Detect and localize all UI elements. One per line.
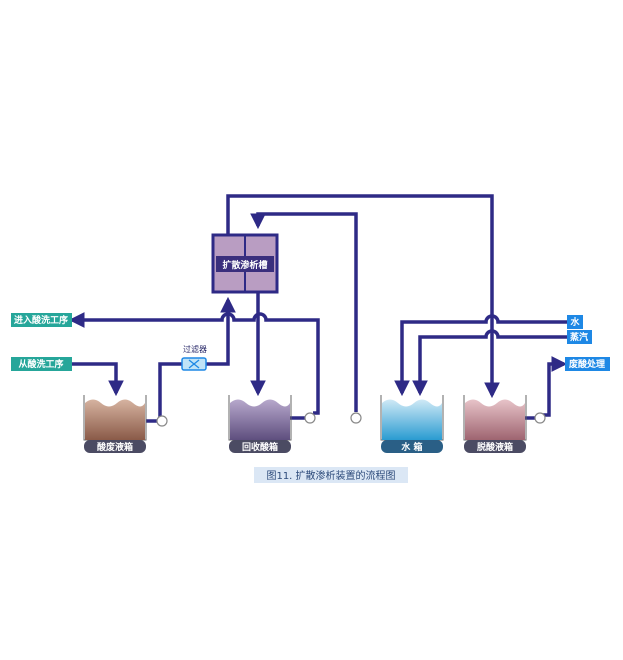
dialysis-tank-label: 扩散渗析槽 (222, 259, 267, 271)
pipe-to-pickling (68, 312, 320, 415)
pipe-tank-to-deacid (226, 194, 500, 399)
svg-text:从酸洗工序: 从酸洗工序 (18, 358, 63, 370)
svg-text:废酸处理: 废酸处理 (569, 358, 605, 370)
tank-recovered-acid: 回收酸箱 (228, 395, 292, 453)
label-to-pickling: 进入酸洗工序 (11, 313, 72, 327)
pipe-water-in (394, 314, 567, 397)
svg-text:水 箱: 水 箱 (401, 441, 422, 453)
pipe-from-pickling (72, 362, 124, 397)
pipe-waste-to-filter (158, 362, 182, 419)
label-from-pickling: 从酸洗工序 (11, 357, 72, 371)
pipe-filter-to-tank (206, 296, 236, 366)
label-steam: 蒸汽 (567, 330, 592, 344)
svg-text:脱酸液箱: 脱酸液箱 (477, 441, 513, 453)
svg-text:酸废液箱: 酸废液箱 (97, 441, 133, 453)
tank-deacid-waste: 脱酸液箱 (463, 395, 527, 453)
dialysis-tank: 扩散渗析槽 (211, 233, 279, 294)
svg-text:回收酸箱: 回收酸箱 (242, 441, 278, 453)
pipe-water-return (250, 212, 358, 412)
svg-text:进入酸洗工序: 进入酸洗工序 (14, 314, 68, 326)
svg-text:水: 水 (570, 316, 580, 328)
svg-text:蒸汽: 蒸汽 (570, 331, 588, 343)
figure-caption: 图11. 扩散渗析装置的流程图 (254, 467, 408, 483)
pipe-steam-in (412, 329, 567, 397)
svg-text:图11. 扩散渗析装置的流程图: 图11. 扩散渗析装置的流程图 (266, 469, 395, 482)
pipe-to-waste-treatment (542, 356, 568, 417)
filter-label: 过滤器 (183, 344, 207, 354)
tank-waste-acid: 酸废液箱 (83, 395, 147, 453)
label-water: 水 (567, 315, 583, 329)
filter: 过滤器 (181, 344, 207, 371)
pump-icon (156, 412, 546, 427)
label-waste-treatment: 废酸处理 (565, 357, 610, 371)
tank-water: 水 箱 (380, 395, 444, 453)
pipes (68, 194, 568, 423)
